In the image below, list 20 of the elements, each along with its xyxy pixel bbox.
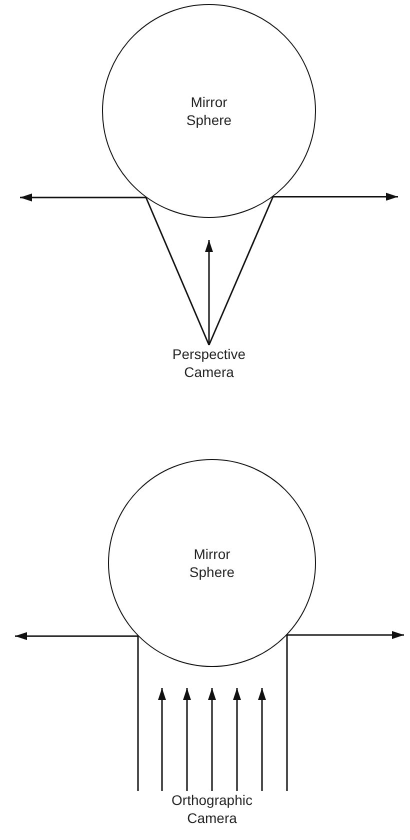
ray-line (145, 197, 210, 346)
arrow (287, 631, 404, 640)
arrow (158, 688, 166, 791)
arrow (205, 240, 213, 345)
ray-line (286, 635, 288, 791)
arrow (208, 688, 216, 791)
sphere-label: Mirror Sphere (188, 545, 236, 581)
arrow (183, 688, 191, 791)
sphere-label: Mirror Sphere (185, 93, 233, 129)
arrow (258, 688, 266, 791)
camera-label: Perspective Camera (171, 345, 247, 381)
sphere-circle (102, 4, 316, 218)
arrow (273, 192, 398, 201)
ray-line (137, 636, 139, 791)
arrow (233, 688, 241, 791)
ray-line (208, 196, 274, 346)
arrow (20, 193, 146, 202)
sphere-circle (108, 459, 316, 667)
arrow (15, 632, 138, 640)
camera-label: Orthographic Camera (170, 791, 254, 827)
